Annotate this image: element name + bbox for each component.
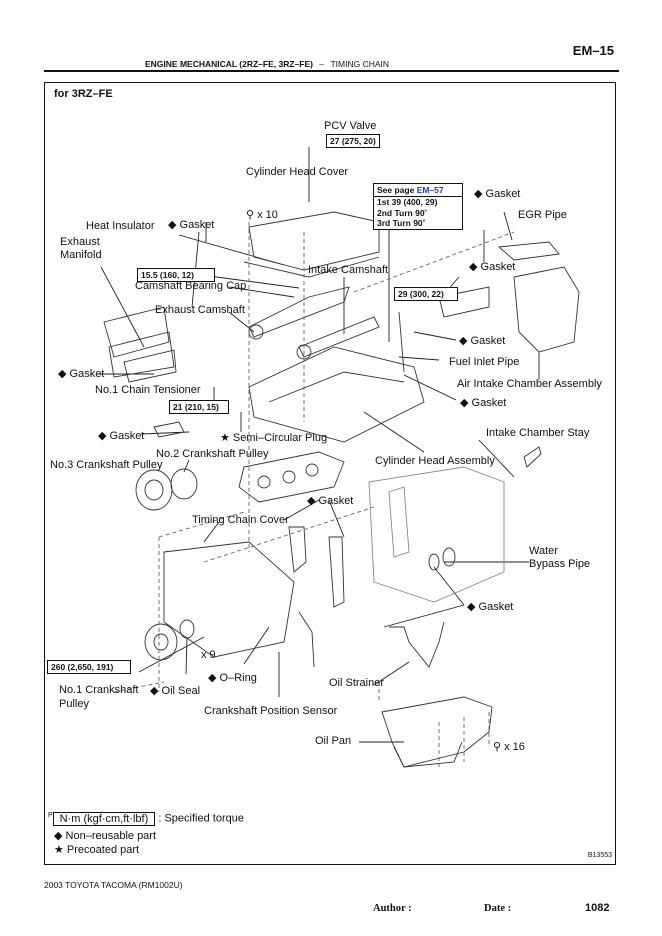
label-gasket-exhaust: ◆ Gasket [58,368,105,380]
bolt-count-x10: ⚲ x 10 [246,208,278,221]
label-heat-insulator: Heat Insulator [86,220,155,232]
footer-date-label: Date : [484,903,512,914]
label-water-bypass-2: Bypass Pipe [529,558,591,570]
label-crankshaft-position-sensor: Crankshaft Position Sensor [204,705,338,717]
label-cylinder-head-assembly: Cylinder Head Assembly [375,455,495,467]
footer-page-number: 1082 [585,902,610,914]
section-name: ENGINE MECHANICAL (2RZ–FE, 3RZ–FE) [145,59,313,69]
torque-fuel-inlet: 29 (300, 22) [394,287,458,301]
exploded-view-drawing [96,147,580,768]
legend-torque-unit: N·m (kgf·cm,ft·lbf) [52,811,156,826]
label-air-intake-chamber: Air Intake Chamber Assembly [457,378,602,390]
spec-step-2: 2nd Turn 90˚ [377,207,428,218]
torque-chain-tensioner: 21 (210, 15) [169,400,229,414]
label-gasket-intake-manifold: ◆ Gasket [469,261,516,273]
label-pcv-valve: PCV Valve [324,120,377,132]
label-exhaust-manifold-2: Manifold [60,249,102,261]
label-fuel-inlet-pipe: Fuel Inlet Pipe [449,356,520,368]
subsection-name: TIMING CHAIN [330,59,390,69]
see-page-ref: See page EM–57 [374,184,462,197]
torque-camshaft-bearing-cap: 15.5 (160, 12) [137,268,215,282]
label-exhaust-manifold-1: Exhaust [60,236,100,248]
legend-torque-prefix: P [48,812,53,819]
label-semi-circular-plug: ★ Semi–Circular Plug [220,432,328,444]
diagram-frame [44,82,616,865]
separator: – [319,59,325,69]
spec-step-3: 3rd Turn 90˚ [377,218,426,228]
torque-pcv-valve: 27 (275, 20) [326,134,380,148]
footer-model: 2003 TOYOTA TACOMA (RM1002U) [44,880,183,890]
label-gasket-head: ◆ Gasket [307,495,354,507]
label-intake-chamber-stay: Intake Chamber Stay [486,427,590,439]
section-title: ENGINE MECHANICAL (2RZ–FE, 3RZ–FE) – TIM… [145,59,389,69]
label-gasket-egr: ◆ Gasket [474,188,521,200]
legend-precoated: ★ Precoated part [54,844,140,856]
label-water-bypass-1: Water [529,545,558,557]
label-gasket-water: ◆ Gasket [467,601,514,613]
label-oil-seal: ◆ Oil Seal [150,685,201,697]
see-page-text: See page [377,185,417,195]
leader-lines [96,147,540,743]
page-code: EM–15 [572,43,614,58]
bolt-icon: ⚲ [246,209,255,221]
label-no1-crankshaft-pulley-1: No.1 Crankshaft [59,684,139,696]
label-oil-strainer: Oil Strainer [329,677,385,689]
head-bolt-spec-box: See page EM–57 1st 39 (400, 29) 2nd Turn… [373,183,463,230]
spec-step-1: 1st 39 (400, 29) [377,197,438,207]
bolt-count-text: x 16 [504,741,525,753]
footer-author-label: Author : [373,903,412,914]
header-rule [44,70,619,72]
label-intake-camshaft: Intake Camshaft [308,264,389,276]
variant-label: for 3RZ–FE [54,88,113,100]
label-o-ring: ◆ O–Ring [208,672,257,684]
bolt-count-x9: x 9 [201,649,216,661]
label-no1-chain-tensioner: No.1 Chain Tensioner [95,384,201,396]
label-no1-crankshaft-pulley-2: Pulley [59,698,89,710]
legend-non-reusable: ◆ Non–reusable part [54,830,157,842]
label-cylinder-head-cover: Cylinder Head Cover [246,166,349,178]
legend-torque-desc: : Specified torque [158,812,244,825]
label-oil-pan: Oil Pan [315,735,352,747]
bolt-count-text: x 10 [257,209,278,221]
bolt-count-x16: ⚲ x 16 [493,740,525,753]
part-shapes [103,211,580,768]
bolt-icon: ⚲ [493,741,502,753]
see-page-link[interactable]: EM–57 [416,185,444,195]
label-gasket-tensioner: ◆ Gasket [98,430,145,442]
torque-crankshaft-pulley: 260 (2,650, 191) [47,660,131,674]
label-no3-crankshaft-pulley: No.3 Crankshaft Pulley [50,459,163,471]
label-gasket-head-cover: ◆ Gasket [168,219,215,231]
label-camshaft-bearing-cap: Camshaft Bearing Cap [135,280,247,292]
dashed-alignment-lines [113,222,515,767]
label-egr-pipe: EGR Pipe [518,209,567,221]
label-no2-crankshaft-pulley: No.2 Crankshaft Pulley [156,448,269,460]
label-gasket-fuel-lower: ◆ Gasket [460,397,507,409]
label-gasket-fuel-upper: ◆ Gasket [459,335,506,347]
figure-id: B13553 [587,852,612,859]
label-timing-chain-cover: Timing Chain Cover [192,514,289,526]
label-exhaust-camshaft: Exhaust Camshaft [155,304,245,316]
